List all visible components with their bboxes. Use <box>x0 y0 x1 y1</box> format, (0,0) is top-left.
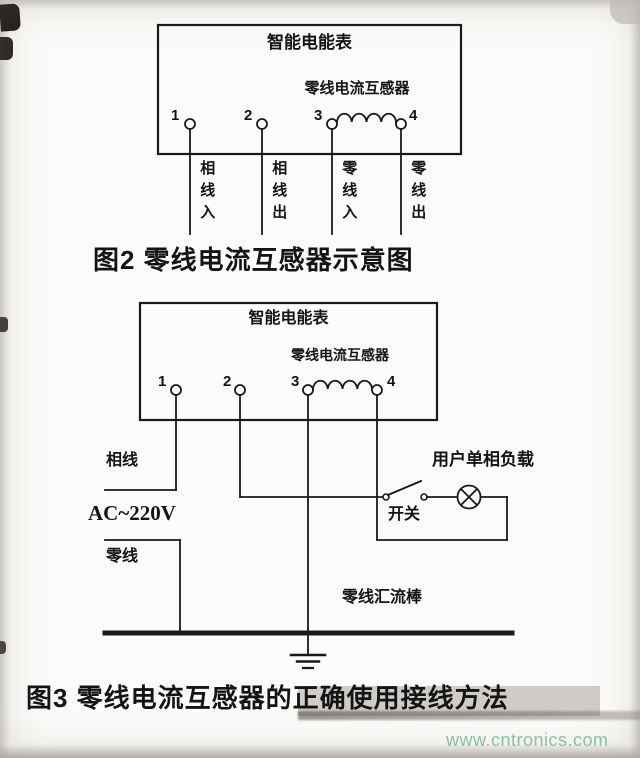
fig2-terminal-2-circle <box>256 118 268 130</box>
fig3-terminal-2-circle <box>234 384 246 396</box>
fig2-terminal-4-circle <box>395 118 407 130</box>
figure-2-circuit <box>156 23 463 235</box>
fig3-switch-label: 开关 <box>388 506 421 523</box>
fig3-load-label: 用户单相负载 <box>432 450 534 469</box>
ground-icon <box>289 634 327 670</box>
fig3-phase-label: 相线 <box>106 452 139 469</box>
fig3-neutral-label: 零线 <box>106 548 139 565</box>
fig2-wire-label-neutral-out: 零线出 <box>409 160 427 226</box>
fig2-ct-label: 零线电流互感器 <box>304 80 410 97</box>
fig3-terminal-2-number: 2 <box>223 373 232 390</box>
fig2-terminal-2-number: 2 <box>244 107 253 124</box>
fig3-terminal-1-number: 1 <box>158 373 167 390</box>
fig2-meter-title: 智能电能表 <box>267 33 352 52</box>
fig3-terminal-1-circle <box>170 384 182 396</box>
fig2-wire-label-phase-in: 相线入 <box>198 160 216 226</box>
fig3-terminal-4-number: 4 <box>387 373 396 390</box>
fig2-current-transformer-coil <box>336 112 397 123</box>
fig3-meter-box <box>138 301 439 422</box>
figure-3-circuit <box>102 301 515 670</box>
fig2-terminal-3-number: 3 <box>314 107 323 124</box>
fig3-voltage-label: AC~220V <box>88 501 176 525</box>
fig2-terminal-1-number: 1 <box>171 107 180 124</box>
switch-blade-icon <box>386 479 423 497</box>
fig3-terminal-3-circle <box>302 384 314 396</box>
fig3-terminal-3-number: 3 <box>291 373 300 390</box>
lamp-cross-icon <box>459 487 479 507</box>
fig2-meter-box <box>156 23 463 156</box>
fig3-ct-label: 零线电流互感器 <box>291 347 389 363</box>
fig3-meter-title: 智能电能表 <box>248 310 329 327</box>
fig3-busbar-label: 零线汇流棒 <box>342 589 423 606</box>
fig3-caption: 图3 零线电流互感器的正确使用接线方法 <box>26 683 509 713</box>
fig2-terminal-3-circle <box>326 118 338 130</box>
site-watermark: www.cntronics.com <box>446 730 609 750</box>
fig2-wire-label-neutral-in: 零线入 <box>340 160 358 226</box>
fig3-terminal-4-circle <box>371 384 383 396</box>
fig2-caption: 图2 零线电流互感器示意图 <box>93 245 414 275</box>
fig2-wire-label-phase-out: 相线出 <box>270 160 288 226</box>
fig2-terminal-4-number: 4 <box>409 107 418 124</box>
fig3-current-transformer-coil <box>312 379 373 390</box>
fig2-terminal-1-circle <box>184 118 196 130</box>
